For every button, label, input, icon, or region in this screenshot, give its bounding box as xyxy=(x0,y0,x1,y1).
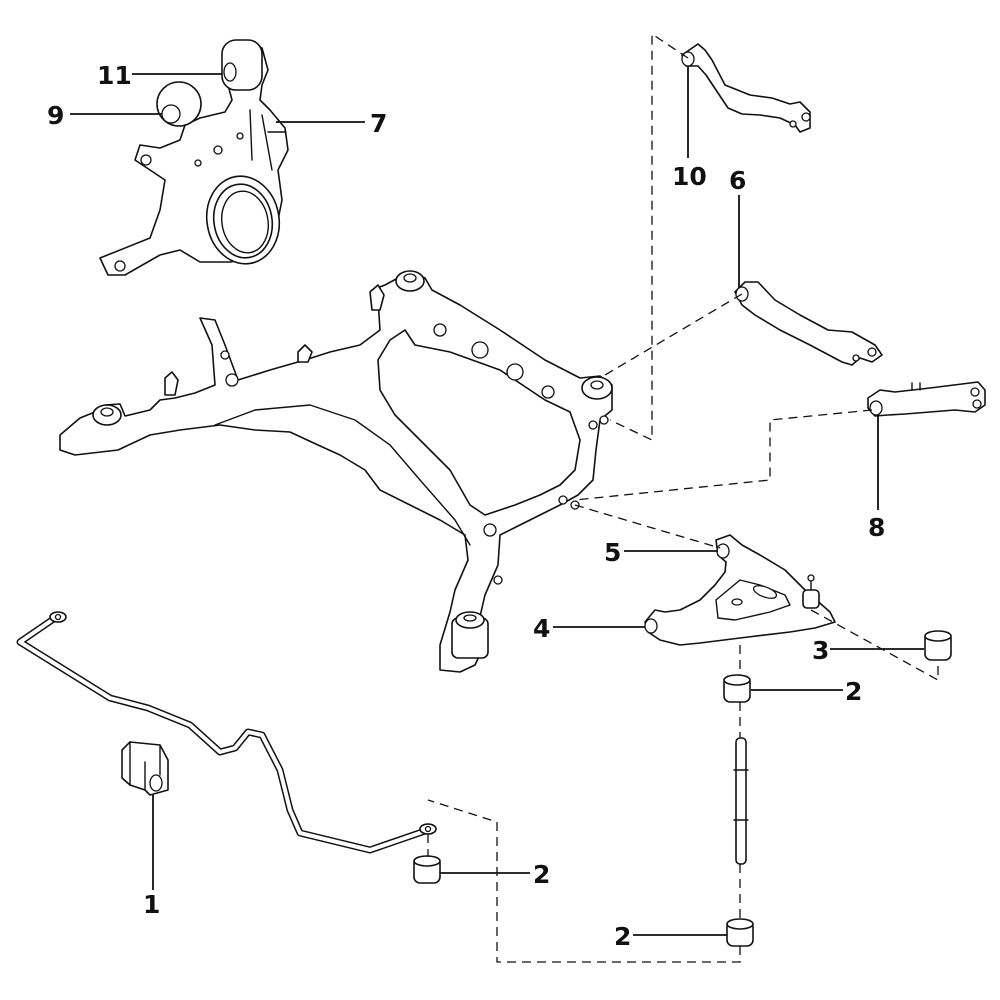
trailing-link-part xyxy=(734,281,883,366)
callout-3: 3 xyxy=(812,636,829,665)
toe-link-part xyxy=(867,381,986,417)
callout-2c: 2 xyxy=(614,922,631,951)
subframe-part xyxy=(59,270,613,673)
callout-2b: 2 xyxy=(533,860,550,889)
leader-lines xyxy=(70,66,924,936)
end-link-rod-part xyxy=(733,737,749,865)
bushing-stabilizer-end xyxy=(413,855,441,884)
bushing-end-link-upper xyxy=(723,674,751,703)
stabilizer-bar-part xyxy=(16,611,437,854)
lower-arm-part xyxy=(644,534,836,646)
stabilizer-bushing-part xyxy=(121,741,169,796)
assembly-guide-lines xyxy=(427,32,939,963)
callout-4: 4 xyxy=(533,614,550,643)
knuckle-part xyxy=(99,39,289,276)
callout-7: 7 xyxy=(370,109,387,138)
callout-1: 1 xyxy=(143,890,160,919)
bushing-end-link-lower xyxy=(726,918,754,947)
callout-2a: 2 xyxy=(845,677,862,706)
callout-8: 8 xyxy=(868,513,885,542)
callout-5: 5 xyxy=(604,538,621,567)
callout-11: 11 xyxy=(97,61,132,90)
upper-arm-part xyxy=(681,43,811,133)
callout-10: 10 xyxy=(672,162,707,191)
bushing-lower-arm-outer xyxy=(924,630,952,661)
callout-6: 6 xyxy=(729,166,746,195)
callout-9: 9 xyxy=(47,101,64,130)
